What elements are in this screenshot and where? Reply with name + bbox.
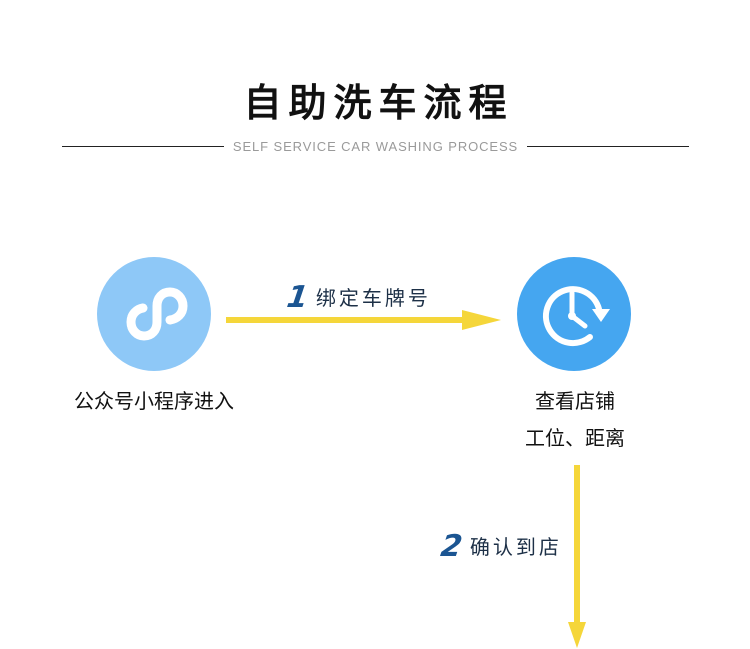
clock-refresh-icon <box>517 257 631 371</box>
divider-left <box>62 145 224 147</box>
step-2-number: 2 <box>438 529 465 564</box>
clock-node <box>517 257 631 371</box>
step-1-label: 1 绑定车牌号 <box>284 280 431 315</box>
step-2-label: 2 确认到店 <box>438 529 562 564</box>
node-label-station-distance: 工位、距离 <box>525 426 625 450</box>
mini-program-icon <box>97 257 211 371</box>
page-title: 自助洗车流程 <box>243 81 514 125</box>
step-1-text: 绑定车牌号 <box>315 286 431 310</box>
mini-program-node <box>97 257 211 371</box>
divider-right <box>527 145 689 147</box>
node-label-entry: 公众号小程序进入 <box>74 389 234 413</box>
page-subtitle: SELF SERVICE CAR WASHING PROCESS <box>232 138 519 154</box>
arrow-right-icon <box>226 310 501 330</box>
step-2-text: 确认到店 <box>469 535 562 559</box>
subtitle-row: SELF SERVICE CAR WASHING PROCESS <box>62 136 689 156</box>
step-1-number: 1 <box>284 280 311 315</box>
node-label-store: 查看店铺 <box>535 389 615 413</box>
arrow-down-icon <box>568 465 586 648</box>
